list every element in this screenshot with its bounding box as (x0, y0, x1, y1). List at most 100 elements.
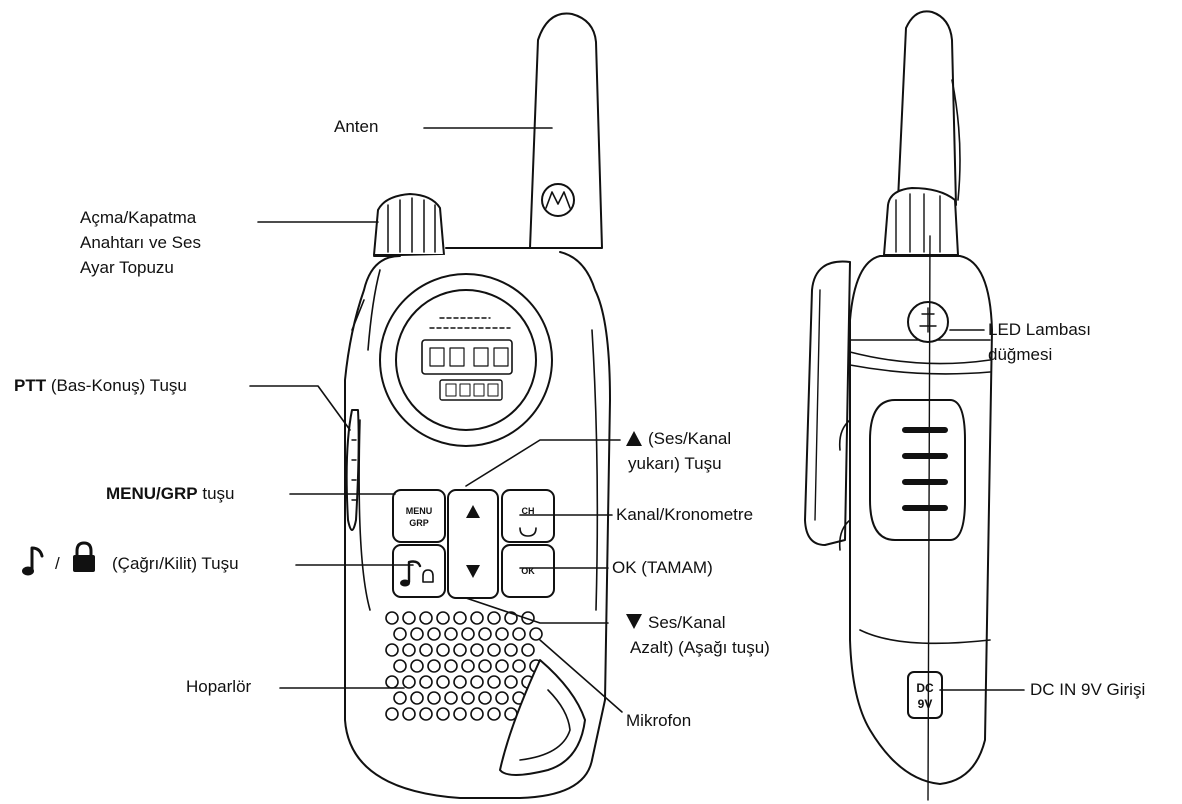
antenna-label: Anten (334, 117, 379, 136)
leader-lines (249, 127, 1025, 713)
up-triangle-icon (626, 431, 642, 446)
menu-label-rest: tuşu (197, 484, 235, 503)
speaker-hole (521, 643, 535, 657)
speaker-hole (470, 611, 484, 625)
speaker-hole (461, 691, 475, 705)
ptt-side-button (345, 409, 360, 531)
up-arrow-icon (466, 505, 480, 518)
menu-grp-key (392, 489, 446, 543)
side-view (804, 10, 993, 801)
dc-in-label: DC IN 9V Girişi (1030, 680, 1146, 699)
menu-key-label-1: MENU (406, 506, 433, 516)
menu-label: MENU/GRP tuşu (106, 483, 234, 505)
speaker-hole (393, 659, 407, 673)
speaker-hole (393, 691, 407, 705)
lcd-display (379, 273, 553, 447)
speaker-hole (512, 627, 526, 641)
ch-key (501, 489, 555, 543)
belt-clip (804, 260, 851, 546)
speaker-hole (402, 643, 416, 657)
ptt-label: PTT (Bas-Konuş) Tuşu (14, 375, 187, 397)
call-lock-key (392, 544, 446, 598)
speaker-hole (410, 691, 424, 705)
speaker-hole (453, 611, 467, 625)
led-button (907, 301, 949, 343)
speaker-hole (461, 627, 475, 641)
speaker-hole (453, 643, 467, 657)
lock-icon (73, 541, 95, 572)
speaker-hole (444, 659, 458, 673)
up-key-label-2: yukarı) Tuşu (628, 454, 722, 473)
speaker-hole (504, 675, 518, 689)
menu-key-label-2: GRP (409, 518, 429, 528)
call-lock-separator: / (55, 554, 60, 573)
speaker-hole (385, 611, 399, 625)
speaker-hole (512, 659, 526, 673)
speaker-hole (419, 643, 433, 657)
led-label-1: LED Lambası (988, 320, 1091, 339)
channel-label: Kanal/Kronometre (616, 505, 754, 524)
speaker-hole (436, 675, 450, 689)
speaker-hole (410, 627, 424, 641)
power-knob-label-1: Açma/Kapatma (80, 208, 197, 227)
speaker-hole (402, 675, 416, 689)
ok-key (501, 544, 555, 598)
speaker-hole (487, 643, 501, 657)
dc-port-label-2: 9V (918, 697, 933, 711)
ok-key-label: OK (521, 566, 535, 576)
speaker-hole (504, 611, 518, 625)
front-view (344, 12, 611, 799)
speaker-hole (478, 659, 492, 673)
speaker-hole (402, 611, 416, 625)
power-volume-knob (373, 193, 445, 256)
down-key-label-2: Azalt) (Aşağı tuşu) (630, 638, 770, 657)
led-label-2: düğmesi (988, 345, 1053, 364)
power-knob-label-3: Ayar Topuzu (80, 258, 174, 277)
speaker-hole (436, 643, 450, 657)
speaker-hole (453, 707, 467, 721)
speaker-hole (478, 691, 492, 705)
side-ptt-button (869, 399, 966, 541)
speaker-hole (478, 627, 492, 641)
power-knob-label-2: Anahtarı ve Ses (80, 233, 201, 252)
call-note-icon (407, 560, 422, 584)
speaker-hole (504, 643, 518, 657)
menu-label-bold: MENU/GRP (106, 484, 198, 503)
speaker-hole (385, 643, 399, 657)
dc-in-port (907, 671, 943, 719)
speaker-hole (521, 611, 535, 625)
speaker-hole (453, 675, 467, 689)
speaker-hole (410, 659, 424, 673)
down-arrow-icon (466, 565, 480, 578)
brand-logo-icon (541, 183, 575, 217)
speaker-hole (419, 675, 433, 689)
speaker-hole (427, 691, 441, 705)
microphone-slot (499, 659, 586, 776)
call-lock-label: (Çağrı/Kilit) Tuşu (112, 554, 239, 573)
speaker-hole (436, 611, 450, 625)
ch-key-label: CH (522, 506, 535, 516)
speaker-hole (444, 691, 458, 705)
speaker-hole (495, 627, 509, 641)
speaker-hole (461, 659, 475, 673)
note-icon (22, 546, 44, 576)
down-key-label-1: Ses/Kanal (648, 613, 726, 632)
speaker-hole (529, 627, 543, 641)
down-triangle-icon (626, 614, 642, 629)
speaker-hole (385, 707, 399, 721)
mic-label: Mikrofon (626, 711, 692, 730)
ptt-label-rest: (Bas-Konuş) Tuşu (46, 376, 187, 395)
side-antenna (897, 10, 957, 206)
dc-port-label-1: DC (916, 681, 934, 695)
speaker-hole (419, 707, 433, 721)
speaker-hole (470, 707, 484, 721)
up-key (447, 489, 499, 599)
speaker-hole (495, 659, 509, 673)
side-knob (883, 187, 959, 256)
speaker-hole (470, 643, 484, 657)
speaker-hole (436, 707, 450, 721)
speaker-hole (427, 627, 441, 641)
speaker-hole (393, 627, 407, 641)
